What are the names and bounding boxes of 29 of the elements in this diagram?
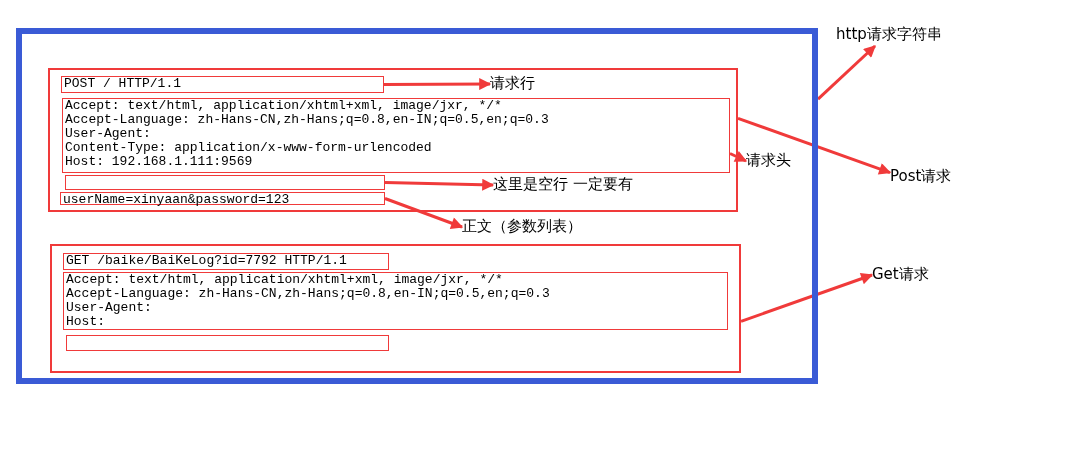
header-line: Accept-Language: zh-Hans-CN,zh-Hans;q=0.8,en-IN;q=0.5,en;q=0.3 [65, 113, 550, 127]
annotation-label: 请求头 [746, 150, 798, 172]
request-box [50, 244, 741, 373]
arrow [384, 178, 495, 191]
header-line: Accept-Language: zh-Hans-CN,zh-Hans;q=0.8,en-IN;q=0.5,en;q=0.3 [66, 287, 551, 301]
arrow [729, 151, 748, 163]
body-box: userName=xinyaan&password=123 [60, 192, 385, 205]
arrow [737, 117, 892, 175]
header-line: Content-Type: application/x-www-form-urlencoded [65, 141, 433, 155]
annotation-label: Get请求 [872, 264, 944, 286]
header-box [62, 98, 730, 173]
header-line: Accept: text/html, application/xhtml+xml, image/jxr, */* [66, 273, 504, 287]
annotation-label: 这里是空行 一定要有 [493, 174, 648, 196]
header-line: User-Agent: [65, 127, 152, 141]
annotation-label: 正文（参数列表） [462, 216, 590, 238]
annotation-label: http请求字符串 [836, 24, 966, 46]
request-frame [16, 28, 818, 384]
header-box [63, 272, 728, 330]
arrow [740, 272, 874, 323]
header-line: Host: 192.168.1.111:9569 [65, 155, 254, 169]
annotation-label: 请求行 [490, 73, 546, 95]
header-line: User-Agent: [66, 301, 153, 315]
arrow [384, 197, 464, 229]
header-line: Host: [66, 315, 106, 329]
annotation-label: Post请求 [890, 166, 968, 188]
header-line: Accept: text/html, application/xhtml+xml, image/jxr, */* [65, 99, 503, 113]
arrow [816, 44, 877, 101]
request-box [48, 68, 738, 212]
arrow [384, 78, 492, 91]
